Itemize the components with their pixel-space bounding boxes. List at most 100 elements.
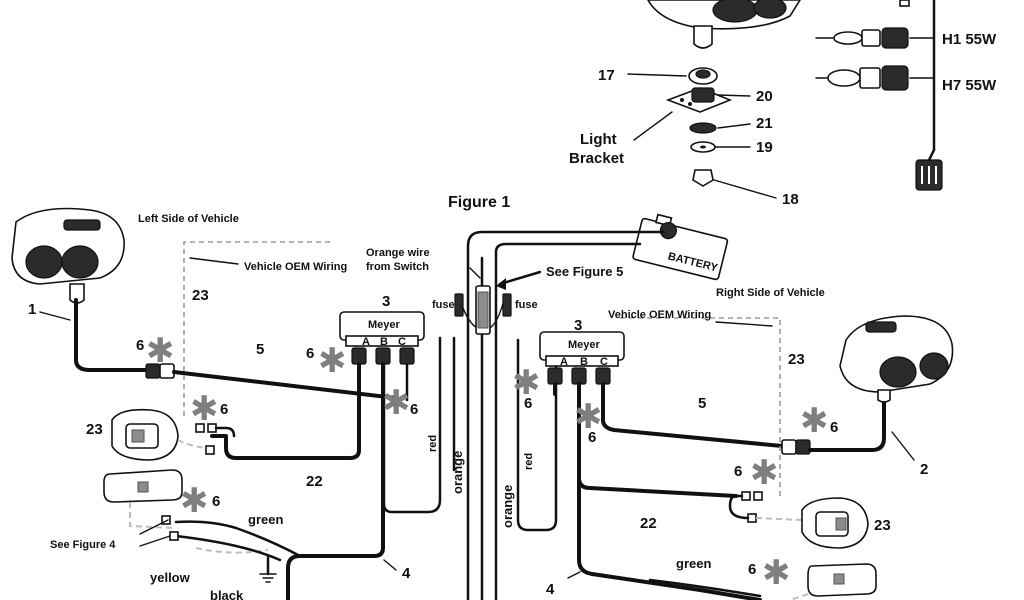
callout-6: 6 <box>524 395 532 412</box>
bracket-hardware-stack <box>665 67 733 187</box>
leader-1 <box>39 311 71 321</box>
left-green-label: green <box>248 512 283 527</box>
star-icon: ✱ <box>146 331 175 371</box>
left-parking-link <box>214 426 236 438</box>
star-icon: ✱ <box>382 383 411 423</box>
callout-23-right-oem: 23 <box>788 351 805 368</box>
fuse-label-right: fuse <box>515 299 538 311</box>
see-figure-5-arrowhead <box>496 278 506 290</box>
left-oem-leader <box>189 257 239 265</box>
fuse-right: fuse <box>502 293 538 317</box>
callout-6: 6 <box>734 463 742 480</box>
left-yellow-dashed <box>195 547 269 554</box>
light-head-top <box>647 0 801 49</box>
right-module-connector: Meyer A B C <box>539 331 625 385</box>
see-figure-4-label: See Figure 4 <box>50 539 116 551</box>
see-figure-5-label: See Figure 5 <box>546 264 623 279</box>
center-splice-connector <box>475 285 491 335</box>
left-connector-brand: Meyer <box>368 319 401 331</box>
left-parking-light <box>111 408 179 461</box>
right-oem-label: Vehicle OEM Wiring <box>608 309 711 321</box>
ground-icon <box>259 573 277 583</box>
left-oem-wiring-dashed <box>183 241 330 420</box>
callout-3-left: 3 <box>382 293 390 310</box>
bracket-leader-lines <box>627 73 777 199</box>
callout-5-right: 5 <box>698 395 706 412</box>
center-orange-label-1: orange <box>450 451 465 494</box>
right-harness-5 <box>601 382 784 448</box>
bulb-label-h1: H1 55W <box>942 31 997 48</box>
left-term-yellow <box>169 531 179 541</box>
star-icon: ✱ <box>762 553 791 593</box>
callout-22-left: 22 <box>306 473 323 490</box>
callout-17: 17 <box>598 67 615 84</box>
left-black-label: black <box>210 588 244 600</box>
light-bracket-label-line2: Bracket <box>569 150 624 167</box>
orange-wire-label-line1: Orange wire <box>366 247 430 259</box>
light-bracket-label-line1: Light <box>580 131 617 148</box>
right-side-label: Right Side of Vehicle <box>716 287 825 299</box>
right-parking-dashed <box>755 517 803 521</box>
callout-18: 18 <box>782 191 799 208</box>
leader-4-right <box>567 571 581 579</box>
left-oem-label: Vehicle OEM Wiring <box>244 261 347 273</box>
left-harness-4 <box>286 362 385 600</box>
right-green-wire <box>648 578 762 598</box>
right-parking-link <box>728 494 750 520</box>
right-connector-brand: Meyer <box>568 339 601 351</box>
center-orange-label-2: orange <box>500 485 515 528</box>
callout-3-right: 3 <box>574 317 582 334</box>
left-parking-term-3 <box>205 445 215 455</box>
right-parking-term-2 <box>753 491 763 501</box>
callout-6: 6 <box>830 419 838 436</box>
bulb-h1-icon <box>815 27 909 49</box>
right-pin-a: A <box>560 356 568 368</box>
right-inline-connector <box>781 439 811 455</box>
see-figure-5-arrow <box>498 270 542 286</box>
left-parking-dashed <box>177 439 207 449</box>
left-term-green <box>161 515 171 525</box>
bulb-label-h7: H7 55W <box>942 77 997 94</box>
callout-6: 6 <box>588 429 596 446</box>
right-red-label: red <box>523 453 535 470</box>
see-figure-4-leader-2 <box>139 535 171 547</box>
callout-5-left: 5 <box>256 341 264 358</box>
right-turn-light <box>807 563 877 597</box>
leader-orange-wire <box>469 267 481 279</box>
fuse-left: fuse <box>432 293 464 317</box>
callout-6: 6 <box>136 337 144 354</box>
fuse-label-left: fuse <box>432 299 455 311</box>
left-harness-22 <box>210 362 361 460</box>
left-pin-a: A <box>362 336 370 348</box>
leader-2 <box>891 431 915 461</box>
right-headlight <box>839 315 954 403</box>
star-icon: ✱ <box>318 341 347 381</box>
right-oem-leader <box>715 321 773 327</box>
callout-2: 2 <box>920 461 928 478</box>
star-icon: ✱ <box>190 389 219 429</box>
left-light-lead-1 <box>74 298 148 372</box>
callout-22-right: 22 <box>640 515 657 532</box>
callout-4-left: 4 <box>402 565 411 582</box>
star-icon: ✱ <box>512 363 541 403</box>
left-headlight <box>11 207 125 304</box>
star-icon: ✱ <box>800 401 829 441</box>
battery-icon: BATTERY <box>632 213 729 281</box>
right-pin-c: C <box>600 356 608 368</box>
callout-19: 19 <box>756 139 773 156</box>
leader-4-left <box>383 559 397 571</box>
callout-6: 6 <box>306 345 314 362</box>
left-yellow-label: yellow <box>150 570 191 585</box>
right-turn-dashed <box>789 593 809 600</box>
left-green-wire <box>174 520 302 558</box>
right-oem-wiring-dashed <box>620 317 781 500</box>
figure-title: Figure 1 <box>448 194 510 211</box>
star-icon: ✱ <box>750 453 779 493</box>
left-pin-c: C <box>398 336 406 348</box>
callout-20: 20 <box>756 88 773 105</box>
callout-23-left-oem: 23 <box>192 287 209 304</box>
bulb-h7-icon <box>815 65 909 91</box>
callout-6: 6 <box>220 401 228 418</box>
right-red-wire <box>516 338 558 532</box>
